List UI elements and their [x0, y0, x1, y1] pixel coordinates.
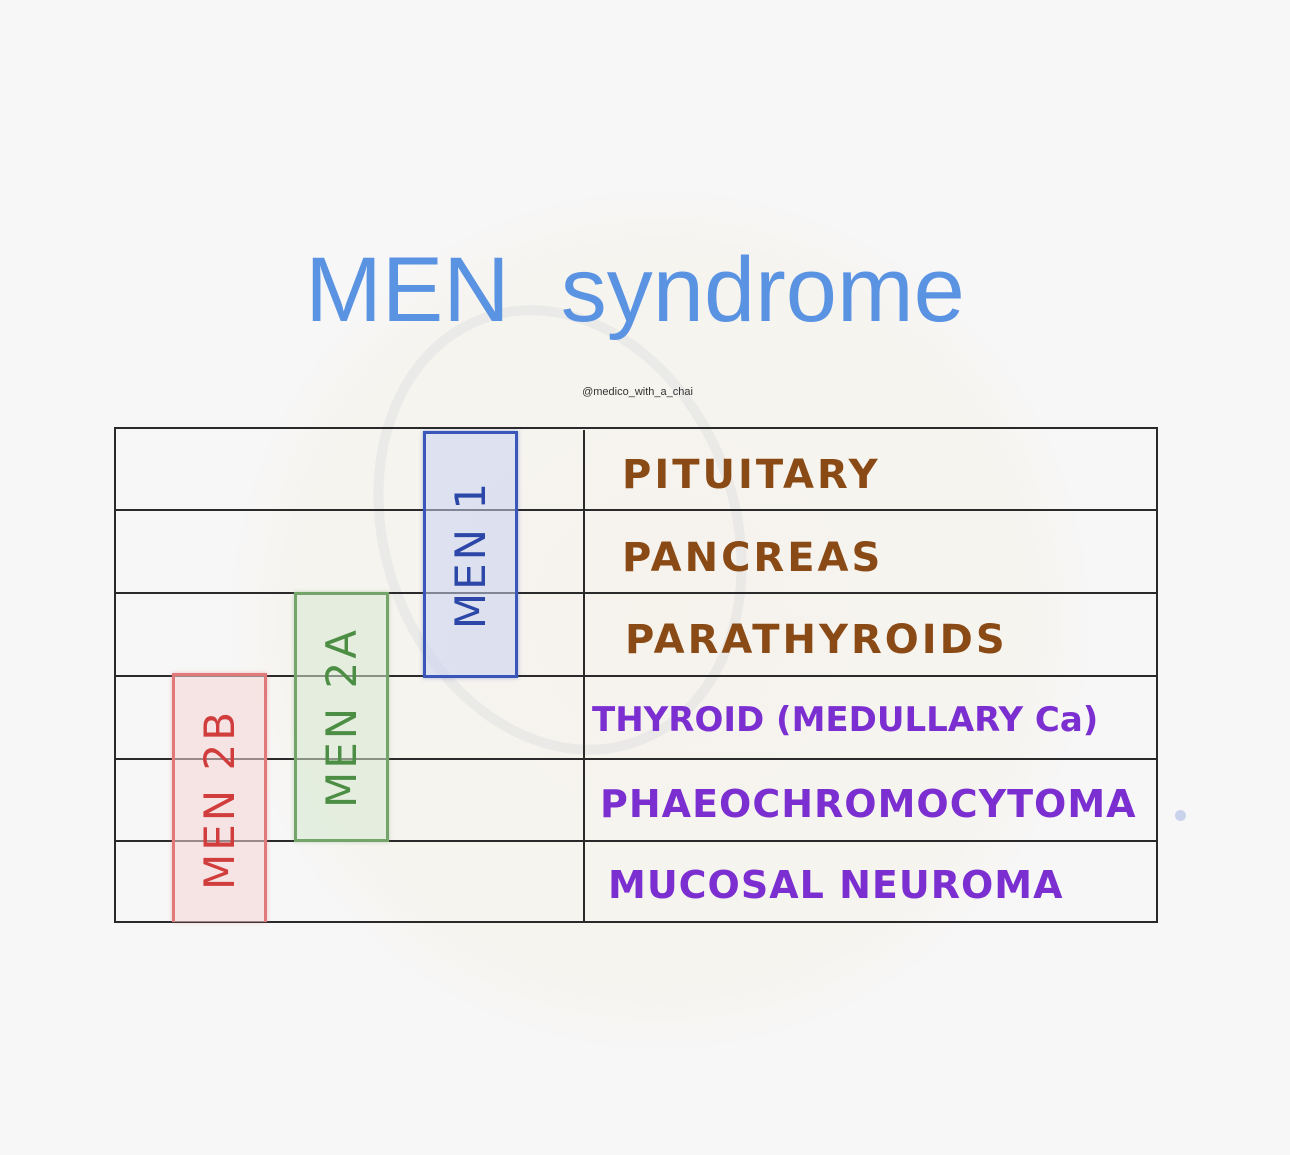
table-row-divider	[114, 758, 1158, 760]
organ-phaeochromocytoma: PHAEOCHROMOCYTOMA	[600, 782, 1137, 826]
men1-bracket: MEN 1	[423, 431, 518, 678]
organ-thyroid: THYROID (MEDULLARY Ca)	[592, 700, 1099, 740]
men2b-bracket: MEN 2B	[172, 673, 267, 922]
men2a-bracket: MEN 2A	[294, 592, 389, 842]
organ-pituitary: PITUITARY	[622, 452, 881, 498]
table-row-divider	[114, 592, 1158, 594]
table-column-divider	[583, 430, 585, 922]
decorative-dot	[1175, 810, 1186, 821]
men1-label: MEN 1	[446, 479, 496, 630]
table-row-divider	[114, 675, 1158, 677]
page-title: MEN syndrome	[305, 239, 965, 341]
organ-pancreas: PANCREAS	[622, 535, 884, 581]
men2b-label: MEN 2B	[195, 708, 245, 890]
author-credit: @medico_with_a_chai	[582, 386, 693, 398]
men2a-label: MEN 2A	[317, 626, 366, 808]
organ-mucosal-neuroma: MUCOSAL NEUROMA	[608, 863, 1064, 907]
table-row-divider	[114, 840, 1158, 842]
organ-parathyroids: PARATHYROIDS	[625, 617, 1008, 663]
table-row-divider	[114, 509, 1158, 511]
